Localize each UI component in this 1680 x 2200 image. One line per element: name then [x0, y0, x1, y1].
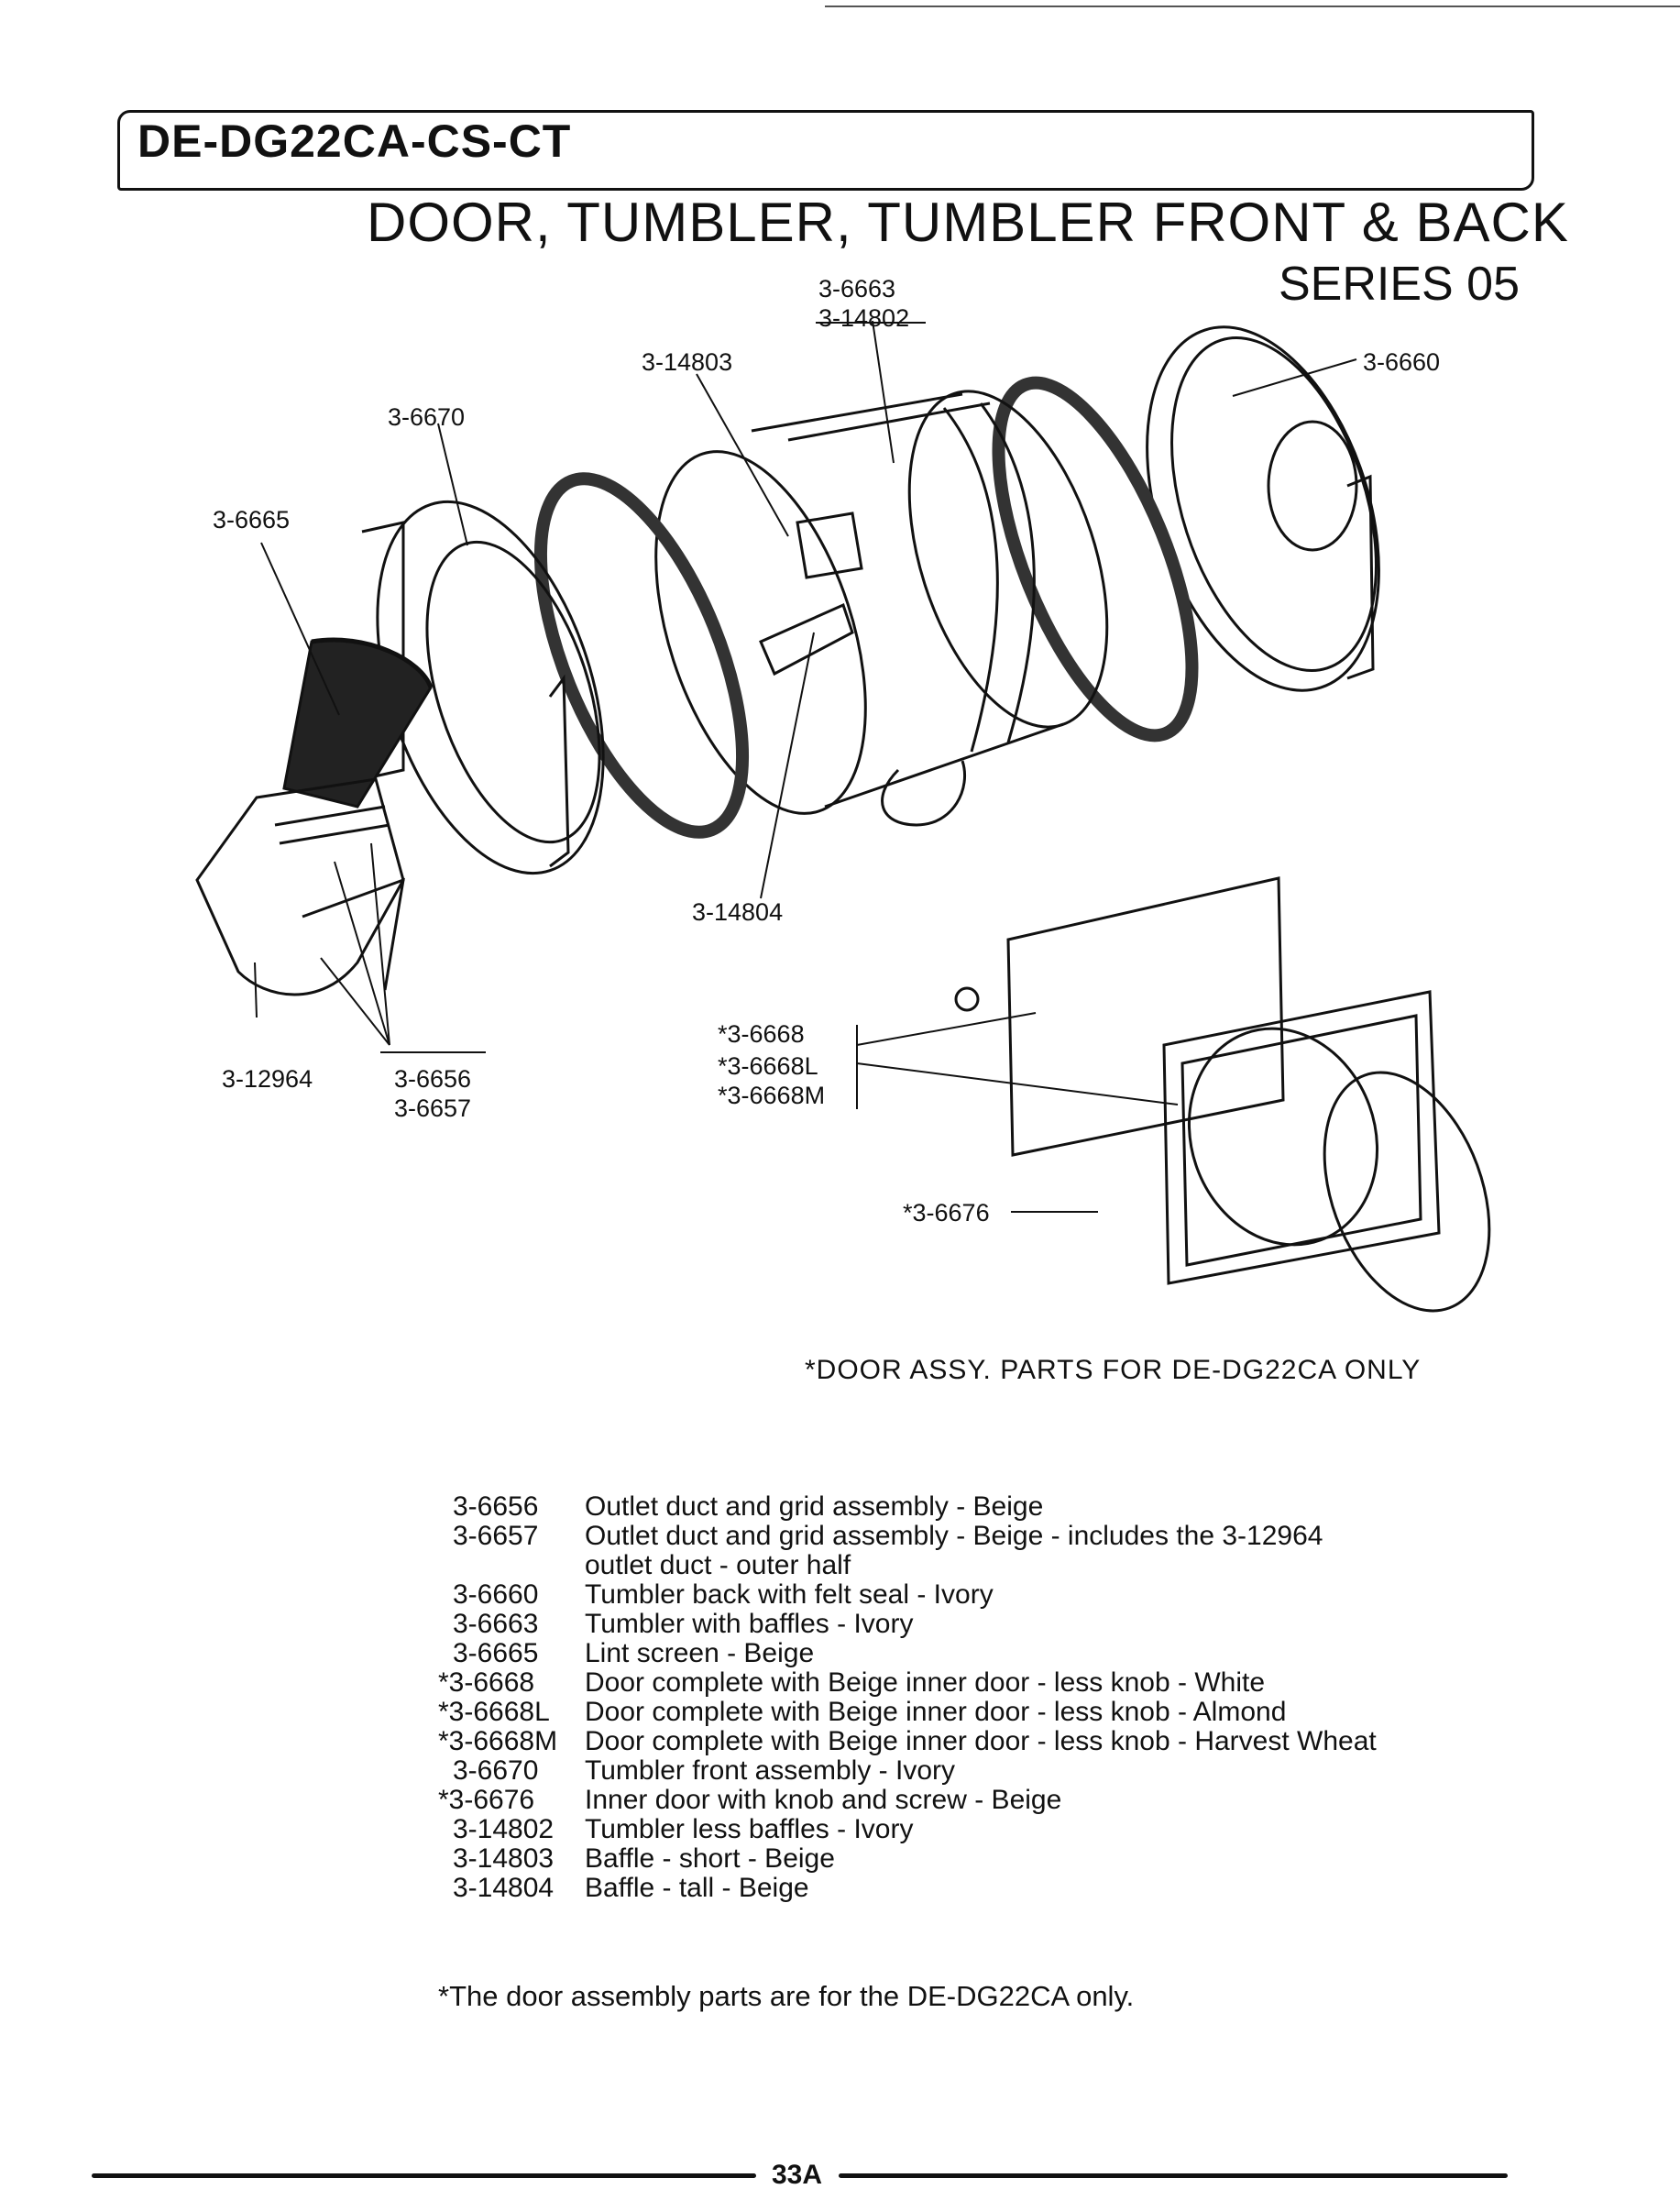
- door-assembly-note: *DOOR ASSY. PARTS FOR DE-DG22CA ONLY: [805, 1355, 1422, 1385]
- list-item: 3-6657 Outlet duct and grid assembly - Be…: [431, 1522, 1501, 1551]
- callout-3-12964: 3-12964: [222, 1065, 313, 1093]
- part-number: 3-6657: [453, 1521, 539, 1551]
- list-item: 3-14802 Tumbler less baffles - Ivory: [431, 1815, 1501, 1844]
- list-item: 3-6670 Tumbler front assembly - Ivory: [431, 1756, 1501, 1786]
- leader-lines: [254, 320, 1357, 1213]
- list-item: 3-6663 Tumbler with baffles - Ivory: [431, 1610, 1501, 1639]
- list-item: outlet duct - outer half: [431, 1551, 1501, 1580]
- part-description: Tumbler back with felt seal - Ivory: [585, 1579, 994, 1610]
- part-description: Baffle - tall - Beige: [585, 1873, 809, 1903]
- list-item: 3-6656 Outlet duct and grid assembly - Be…: [431, 1492, 1501, 1522]
- part-description: Lint screen - Beige: [585, 1638, 815, 1668]
- part-number: 3-14802: [453, 1814, 555, 1844]
- callout-3-6665: 3-6665: [213, 506, 291, 534]
- part-description: Outlet duct and grid assembly - Beige - …: [585, 1521, 1323, 1551]
- callout-3-6668L: *3-6668L: [718, 1052, 818, 1080]
- rear-felt-seal-drawing: [992, 376, 1199, 742]
- part-number: *3-6676: [438, 1785, 535, 1815]
- model-title: DE-DG22CA-CS-CT: [137, 116, 572, 167]
- part-number: *3-6668M: [438, 1726, 558, 1756]
- list-item: *3-6676 Inner door with knob and screw - …: [431, 1786, 1501, 1815]
- part-description: Inner door with knob and screw - Beige: [585, 1785, 1062, 1815]
- page-number: 33A: [772, 2160, 823, 2190]
- part-number: 3-6663: [453, 1609, 539, 1639]
- part-number: [431, 1551, 585, 1580]
- footnote: *The door assembly parts are for the DE-…: [438, 1980, 1135, 2012]
- part-number: *3-6668: [438, 1667, 535, 1698]
- part-number: 3-14803: [453, 1843, 555, 1874]
- tumbler-back-drawing: [1146, 325, 1380, 692]
- part-description: Outlet duct and grid assembly - Beige: [585, 1491, 1044, 1522]
- part-description: Door complete with Beige inner door - le…: [585, 1726, 1377, 1756]
- part-number: 3-6665: [453, 1638, 539, 1668]
- list-item: 3-6665 Lint screen - Beige: [431, 1639, 1501, 1668]
- callout-3-6668M: *3-6668M: [718, 1082, 826, 1109]
- list-item: *3-6668M Door complete with Beige inner d…: [431, 1727, 1501, 1756]
- footer-rule-left: [92, 2173, 756, 2178]
- tumbler-drum-drawing: [654, 390, 1109, 827]
- list-item: 3-6660 Tumbler back with felt seal - Ivor…: [431, 1580, 1501, 1610]
- list-item: *3-6668 Door complete with Beige inner do…: [431, 1668, 1501, 1698]
- list-item: 3-14803 Baffle - short - Beige: [431, 1844, 1501, 1874]
- series-label: SERIES 05: [1279, 258, 1521, 311]
- list-item: *3-6668L Door complete with Beige inner d…: [431, 1698, 1501, 1727]
- callout-3-6656: 3-6656: [394, 1065, 472, 1093]
- part-number: *3-6668L: [438, 1697, 550, 1727]
- part-description: Tumbler less baffles - Ivory: [585, 1814, 914, 1844]
- callout-3-6676: *3-6676: [903, 1199, 990, 1226]
- list-item: 3-14804 Baffle - tall - Beige: [431, 1874, 1501, 1903]
- part-description: Door complete with Beige inner door - le…: [585, 1667, 1266, 1698]
- part-description: Door complete with Beige inner door - le…: [585, 1697, 1287, 1727]
- part-number: 3-6660: [453, 1579, 539, 1610]
- part-description: Tumbler with baffles - Ivory: [585, 1609, 914, 1639]
- part-number: 3-6656: [453, 1491, 539, 1522]
- front-felt-seal-drawing: [533, 472, 750, 839]
- part-description: outlet duct - outer half: [585, 1550, 851, 1580]
- callout-3-14804: 3-14804: [692, 898, 784, 926]
- part-number: 3-6670: [453, 1755, 539, 1786]
- callout-3-6660: 3-6660: [1363, 348, 1441, 376]
- callout-3-14803: 3-14803: [642, 348, 733, 376]
- part-number: 3-14804: [453, 1873, 555, 1903]
- door-panel-drawing: [954, 876, 1491, 1313]
- callout-3-6663: 3-6663: [818, 275, 896, 302]
- outlet-duct-drawing: [195, 777, 405, 996]
- model-box: [117, 110, 1534, 191]
- callout-3-6670: 3-6670: [388, 403, 466, 431]
- callout-3-14802: 3-14802: [818, 304, 910, 332]
- lint-screen-drawing: [282, 637, 434, 808]
- part-description: Baffle - short - Beige: [585, 1843, 835, 1874]
- callout-3-6657: 3-6657: [394, 1094, 472, 1122]
- section-title: DOOR, TUMBLER, TUMBLER FRONT & BACK: [367, 192, 1569, 253]
- callout-3-6668: *3-6668: [718, 1020, 805, 1048]
- footer-rule-right: [839, 2173, 1508, 2178]
- top-rule: [825, 6, 1680, 7]
- part-description: Tumbler front assembly - Ivory: [585, 1755, 955, 1786]
